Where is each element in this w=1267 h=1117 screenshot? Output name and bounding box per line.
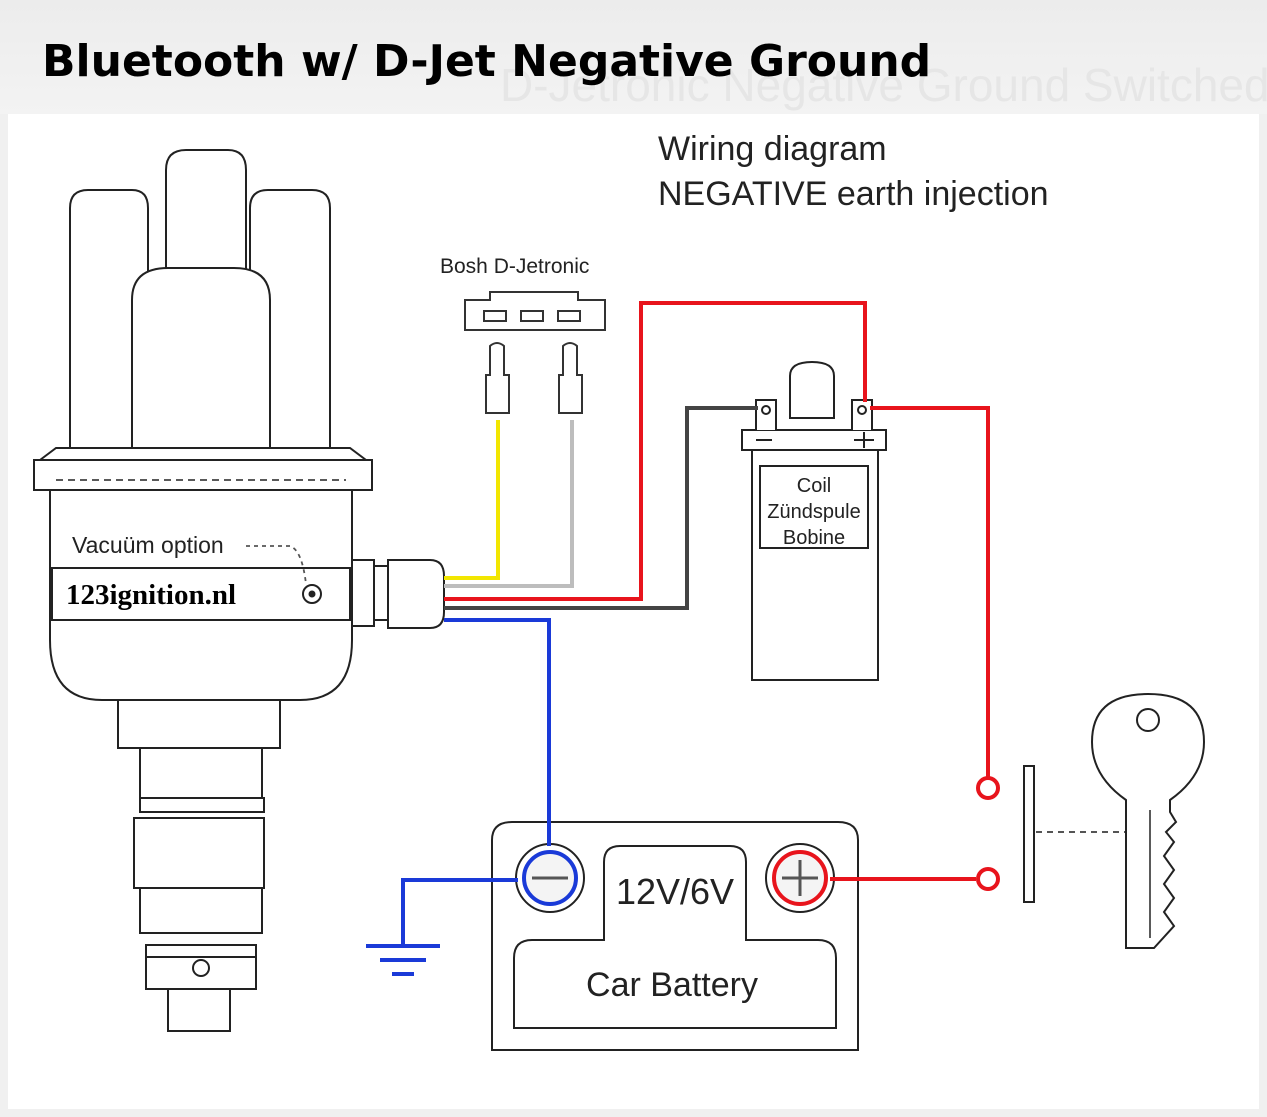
vacuum-port-dot <box>308 590 316 598</box>
vacuum-leader <box>246 545 307 585</box>
battery-label: Car Battery <box>586 966 758 1004</box>
switch-contact-bottom <box>976 867 1000 891</box>
plus-symbol-icon <box>782 860 818 896</box>
vacuum-label: Vacuüm option <box>72 532 224 558</box>
distributor <box>33 149 445 1032</box>
grey-wire <box>444 420 574 588</box>
black-wire-coil-neg <box>444 406 758 610</box>
switch-contact-top <box>976 776 1000 800</box>
ghost-subtitle: D-Jetronic Negative Ground Switched <box>500 59 1267 111</box>
diagram-heading-1: Wiring diagram <box>658 130 887 168</box>
ignition-coil <box>741 360 887 681</box>
red-wire-switch <box>870 406 990 778</box>
header-bar: D-Jetronic Negative Ground Switched Blue… <box>0 0 1267 114</box>
coil-label-1: Coil <box>797 475 831 497</box>
battery-voltage: 12V/6V <box>616 871 734 912</box>
blue-wire-ground <box>401 878 518 944</box>
djetronic-connector <box>464 291 606 414</box>
ground-symbol-icon <box>366 944 440 976</box>
blue-wire-battery-neg <box>444 618 551 846</box>
switch-blade <box>1023 765 1035 903</box>
connector-label: Bosh D-Jetronic <box>440 255 589 278</box>
ignition-key-icon <box>1090 692 1206 949</box>
vacuum-port <box>302 584 322 604</box>
yellow-wire <box>444 420 500 580</box>
coil-label-3: Bobine <box>783 527 845 549</box>
page-title: Bluetooth w/ D-Jet Negative Ground <box>42 36 932 87</box>
coil-label-2: Zündspule <box>767 501 860 523</box>
red-wire-coil-feed <box>444 301 867 601</box>
brand-label: 123ignition.nl <box>66 579 236 611</box>
diagram-heading-2: NEGATIVE earth injection <box>658 175 1049 213</box>
